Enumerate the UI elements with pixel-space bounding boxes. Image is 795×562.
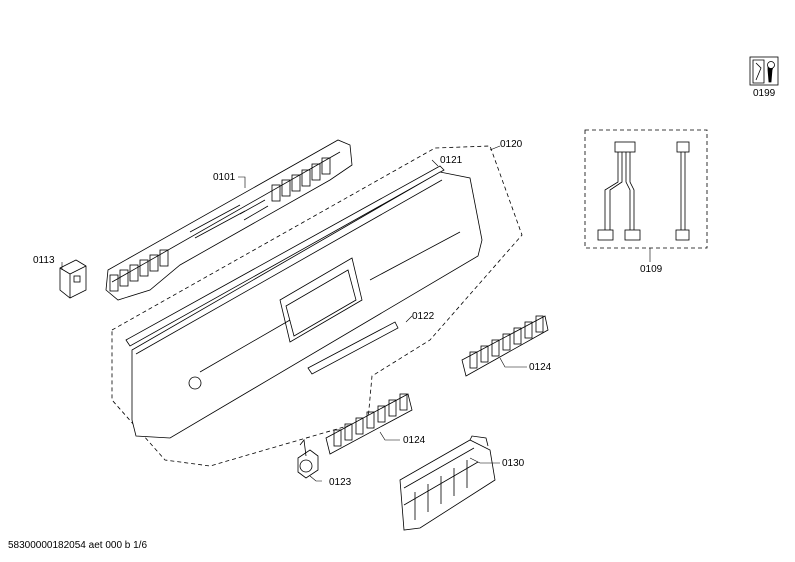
holder-part	[399, 435, 496, 531]
display-bar	[307, 321, 399, 375]
part-label-0109: 0109	[640, 264, 663, 275]
button-strip-lower	[325, 393, 413, 455]
front-panel-group-boundary	[111, 145, 523, 467]
button-strip-right	[461, 315, 549, 377]
part-label-0124-lower: 0124	[403, 435, 426, 446]
knob-part	[297, 439, 319, 479]
control-module	[105, 139, 353, 301]
part-label-0113: 0113	[33, 255, 55, 266]
part-label-0121: 0121	[440, 155, 463, 166]
part-label-0122: 0122	[412, 311, 435, 322]
part-label-0123: 0123	[329, 477, 352, 488]
service-tool-icon	[749, 56, 779, 86]
leader-lines	[61, 145, 651, 482]
cable-group-boundary	[584, 129, 708, 249]
part-label-0130: 0130	[502, 458, 525, 469]
front-panel	[131, 171, 483, 439]
trim-strip	[125, 165, 445, 347]
document-footer: 58300000182054 aet 000 b 1/6	[8, 540, 148, 551]
part-label-0124-right: 0124	[529, 362, 552, 373]
cable-set	[597, 141, 690, 241]
part-label-0101: 0101	[213, 172, 236, 183]
part-label-0199: 0199	[753, 88, 776, 99]
clip-part	[59, 259, 87, 299]
part-label-0120: 0120	[500, 139, 523, 150]
